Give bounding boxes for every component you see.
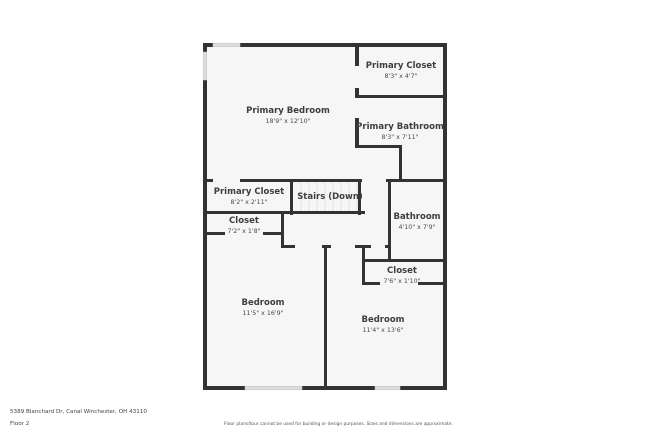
stairs-treads (300, 182, 358, 213)
room-name: Primary Closet (365, 61, 437, 71)
room-primary-closet-upper: Primary Closet 8'3" x 4'7" (366, 61, 437, 81)
window-bottom-left (244, 386, 303, 390)
room-dimensions: 4'10" x 7'9" (398, 224, 436, 231)
room-name: Primary Bedroom (246, 106, 330, 116)
room-primary-bedroom: Primary Bedroom 18'9" x 12'10" (246, 106, 330, 126)
window-left (203, 51, 207, 81)
floor-label: Floor 2 (10, 421, 30, 427)
room-name: Stairs (Down) (297, 192, 363, 202)
room-primary-closet-lower: Primary Closet 8'2" x 2'11" (214, 187, 285, 207)
room-dimensions: 8'3" x 4'7" (384, 73, 418, 80)
room-name: Bedroom (361, 315, 405, 325)
room-dimensions: 7'6" x 1'10" (383, 278, 421, 285)
room-name: Closet (387, 266, 417, 276)
window-top (212, 43, 241, 47)
room-name: Bedroom (241, 298, 285, 308)
room-name: Closet (229, 216, 259, 226)
room-primary-bathroom: Primary Bathroom 8'3" x 7'11" (356, 122, 444, 142)
room-bedroom-left: Bedroom 11'5" x 16'9" (241, 298, 284, 318)
windows (203, 43, 401, 390)
room-dimensions: 11'4" x 13'6" (362, 327, 404, 334)
window-bottom-right (374, 386, 401, 390)
disclaimer-text: Floor plans/tour cannot be used for buil… (224, 422, 453, 427)
room-dimensions: 18'9" x 12'10" (265, 118, 311, 125)
room-name: Primary Closet (213, 187, 285, 197)
room-dimensions: 11'5" x 16'9" (242, 310, 284, 317)
room-bedroom-right: Bedroom 11'4" x 13'6" (361, 315, 404, 335)
room-dimensions: 8'3" x 7'11" (381, 134, 419, 141)
room-dimensions: 8'2" x 2'11" (230, 199, 268, 206)
room-dimensions: 7'2" x 1'8" (227, 228, 261, 235)
room-closet-lower-right: Closet 7'6" x 1'10" (383, 266, 420, 286)
room-bathroom: Bathroom 4'10" x 7'9" (393, 212, 440, 232)
address-label: 5389 Blanchard Dr, Canal Winchester, OH … (10, 409, 147, 415)
room-closet-small: Closet 7'2" x 1'8" (227, 216, 260, 236)
walls (203, 43, 447, 390)
room-name: Primary Bathroom (356, 122, 444, 132)
room-name: Bathroom (393, 212, 441, 222)
room-stairs: Stairs (Down) (297, 192, 363, 203)
